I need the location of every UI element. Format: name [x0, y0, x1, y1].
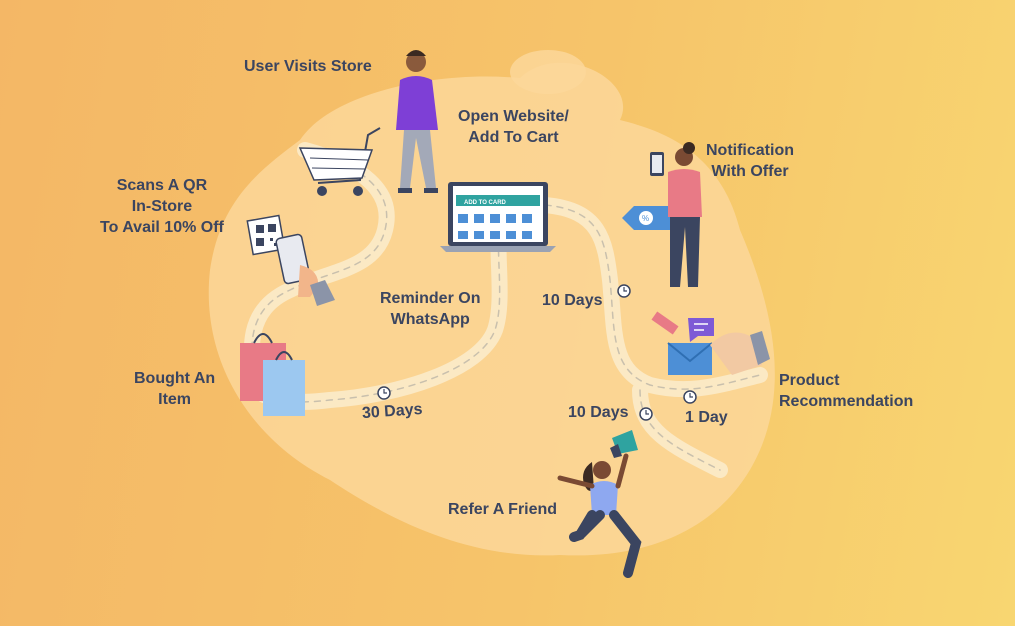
price-tag-icon: %: [622, 206, 674, 230]
step-reminder-whatsapp: Reminder On WhatsApp: [380, 290, 481, 328]
qr-code-icon: [246, 214, 335, 306]
step-scans-qr: Scans A QR In-Store To Avail 10% Off: [100, 177, 224, 236]
duration-10-days-top: 10 Days: [542, 292, 603, 309]
laptop-add-to-card-button: ADD TO CARD: [464, 200, 507, 206]
laptop-icon: ADD TO CARD: [440, 182, 556, 252]
step-user-visits-store: User Visits Store: [244, 58, 372, 75]
jumping-woman-icon: [557, 453, 642, 578]
step-bought-item: Bought An Item: [134, 370, 216, 408]
clock-icon: [639, 407, 653, 421]
shopping-bags-icon: [240, 333, 305, 416]
clock-icon: [683, 390, 697, 404]
shopping-cart-icon: [298, 127, 381, 196]
envelope-icon: [651, 311, 770, 375]
blob-bubble: [510, 50, 586, 94]
step-refer-friend: Refer A Friend: [448, 501, 558, 518]
walking-person-icon: [396, 50, 438, 193]
woman-with-phone-icon: [650, 142, 702, 287]
step-open-website: Open Website/ Add To Cart: [458, 108, 569, 146]
duration-10-days-bottom: 10 Days: [568, 404, 629, 421]
megaphone-icon: [610, 430, 638, 458]
svg-text:%: %: [642, 214, 649, 223]
clock-icon: [377, 386, 391, 400]
step-notification: Notification With Offer: [706, 142, 794, 180]
clock-icon: [617, 284, 631, 298]
duration-1-day: 1 Day: [685, 409, 728, 426]
step-product-recommendation: Product Recommendation: [779, 372, 914, 410]
